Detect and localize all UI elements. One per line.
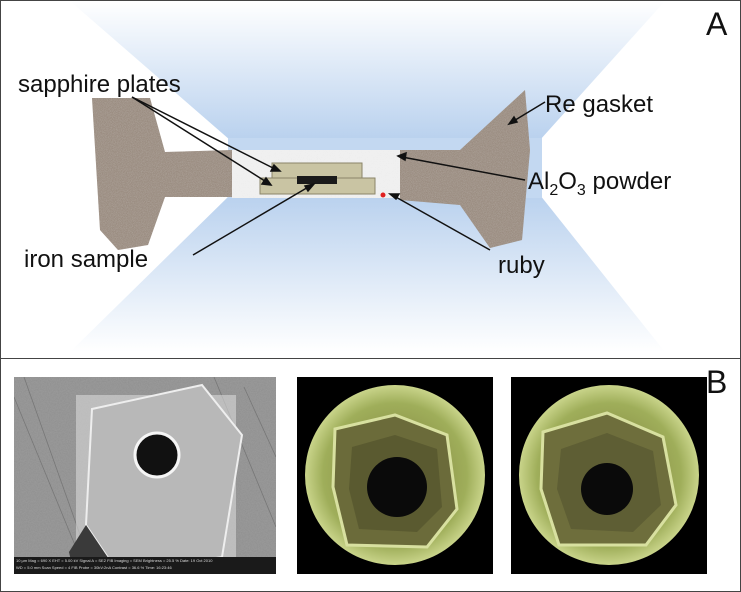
iron-sample [297,176,337,184]
ruby-label: ruby [498,252,545,279]
panel-divider [0,358,741,359]
sem-image: 10 µm Mag = 690 X EHT = 5.00 kV Signal A… [14,377,276,574]
panel-b-letter: B [706,364,728,400]
iron-sample-label: iron sample [24,246,149,273]
optical-image-2 [511,377,707,574]
optical-image-1 [297,377,493,574]
panel-a-letter: A [706,6,728,42]
ruby [380,192,386,198]
sem-footer: 10 µm Mag = 690 X EHT = 5.00 kV Signal A… [16,558,213,563]
re-gasket-label: Re gasket [545,91,654,118]
lower-anvil [70,195,665,352]
leader-lines [131,96,546,256]
al2o3-powder-label: Al2O3 powder [528,168,672,199]
sapphire-plates-label: sapphire plates [18,71,181,98]
sem-footer-2: WD = 5.0 mm Scan Speed = 4 FIB Probe = 3… [16,565,172,570]
dac-diagram [70,1,665,352]
